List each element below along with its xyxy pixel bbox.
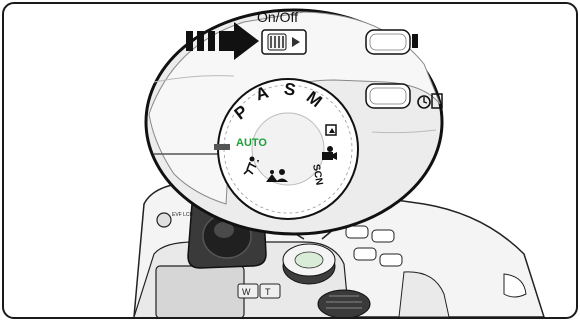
evf-lcd-label: EVF LCD <box>172 212 194 218</box>
zoom-t-label: T <box>265 287 271 297</box>
camera-illustration: EVF LCD W T <box>4 4 576 317</box>
switch-label: On/Off <box>257 9 298 25</box>
mode-label-auto: AUTO <box>236 137 267 149</box>
lcd-screen <box>156 266 244 317</box>
evf-lcd-button <box>157 213 171 227</box>
small-mode-dial <box>283 244 335 284</box>
zoom-w-label: W <box>242 287 251 297</box>
